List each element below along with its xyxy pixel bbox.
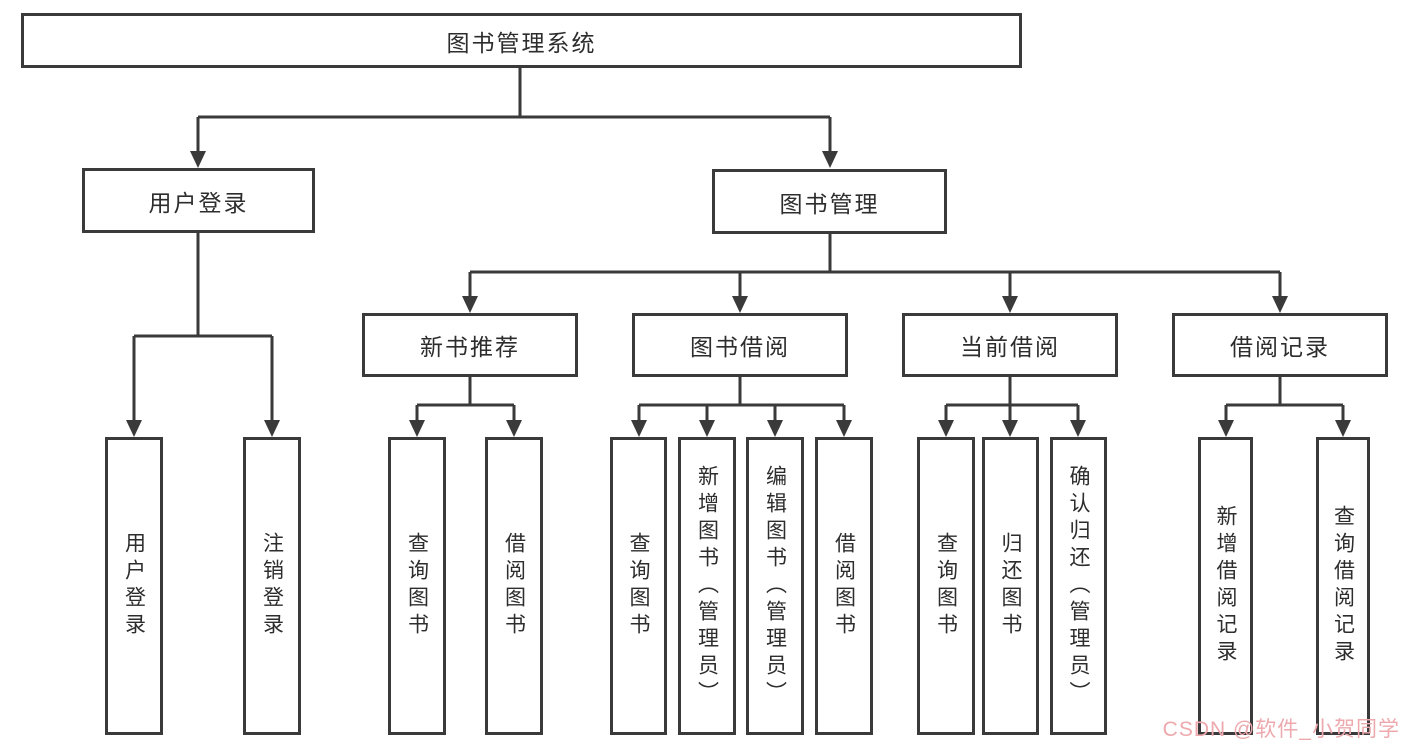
- node-label: 新书推荐: [420, 334, 520, 360]
- node-label: 当前借阅: [960, 334, 1060, 360]
- node-book-borrowing: 图书借阅: [632, 313, 848, 377]
- node-label: 图书借阅: [690, 334, 790, 360]
- node-label: 新增借阅记录: [1214, 505, 1237, 667]
- node-label: 查询图书: [627, 532, 650, 640]
- node-label: 借阅图书: [832, 532, 856, 640]
- leaf-query-books-borrowing: 查询图书: [610, 437, 667, 735]
- node-label: 查询借阅记录: [1331, 505, 1355, 667]
- node-label: 查询图书: [934, 532, 958, 640]
- node-label: 新增图书（管理员）: [695, 464, 719, 708]
- node-label: 归还图书: [999, 532, 1022, 640]
- leaf-query-books-current: 查询图书: [917, 437, 975, 735]
- node-current-borrowing: 当前借阅: [902, 313, 1118, 377]
- node-label: 借阅图书: [502, 532, 526, 640]
- node-borrowing-records: 借阅记录: [1172, 313, 1388, 377]
- node-label: 查询图书: [405, 532, 429, 640]
- leaf-return-books: 归还图书: [982, 437, 1039, 735]
- node-book-management: 图书管理: [712, 169, 947, 234]
- leaf-confirm-return-admin: 确认归还（管理员）: [1050, 437, 1107, 735]
- node-label: 图书管理系统: [446, 29, 597, 56]
- node-user-login: 用户登录: [82, 168, 315, 233]
- node-label: 用户登录: [148, 189, 249, 216]
- leaf-logout: 注销登录: [243, 437, 301, 735]
- leaf-edit-books-admin: 编辑图书（管理员）: [746, 437, 804, 735]
- leaf-borrow-books-borrowing: 借阅图书: [815, 437, 873, 735]
- leaf-query-borrow-record: 查询借阅记录: [1316, 437, 1370, 735]
- leaf-user-login: 用户登录: [105, 437, 163, 735]
- node-label: 注销登录: [260, 532, 284, 640]
- node-label: 确认归还（管理员）: [1067, 464, 1090, 708]
- node-label: 图书管理: [779, 190, 880, 217]
- leaf-query-books-newbook: 查询图书: [388, 437, 446, 735]
- node-label: 用户登录: [122, 532, 146, 640]
- leaf-add-books-admin: 新增图书（管理员）: [678, 437, 736, 735]
- node-root-library-system: 图书管理系统: [21, 13, 1022, 68]
- node-new-book-recommend: 新书推荐: [362, 313, 578, 377]
- leaf-borrow-books-newbook: 借阅图书: [485, 437, 543, 735]
- node-label: 编辑图书（管理员）: [763, 464, 787, 708]
- node-label: 借阅记录: [1230, 334, 1330, 360]
- leaf-add-borrow-record: 新增借阅记录: [1198, 437, 1253, 735]
- csdn-watermark: CSDN @软件_小贺同学: [1162, 718, 1400, 741]
